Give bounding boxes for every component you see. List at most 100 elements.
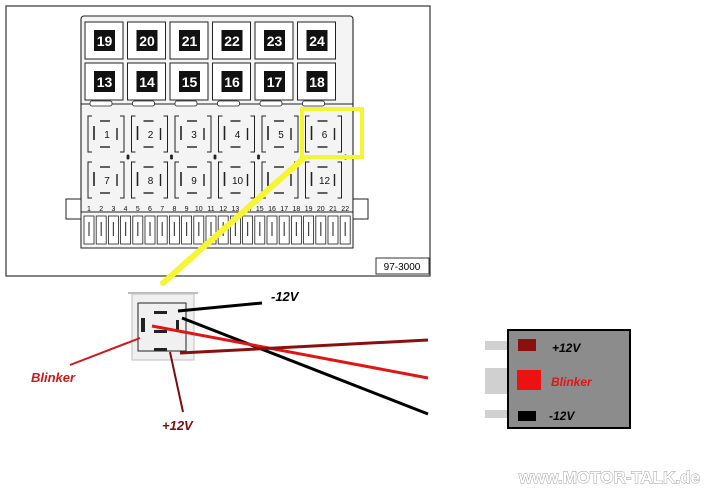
relay-socket-10: 10 <box>218 156 260 199</box>
relay-pin-mid <box>154 330 167 333</box>
relay-number: 10 <box>232 176 244 187</box>
relay-socket-12: 12 <box>305 156 347 199</box>
fuse-number: 23 <box>267 33 283 49</box>
pin-number: 11 <box>207 206 214 213</box>
relay-clip <box>89 100 113 107</box>
relays-row-2: 7 8 9 10 12 <box>87 156 347 199</box>
pin-number: 15 <box>256 206 264 213</box>
fuse-slot-14: 14 <box>127 62 166 101</box>
pin-number: 12 <box>219 206 227 213</box>
watermark: www.MOTOR-TALK.de <box>518 468 700 487</box>
pin-number: 17 <box>280 206 288 213</box>
relay-socket-8: 8 <box>131 156 173 199</box>
pin-number: 4 <box>124 206 128 213</box>
relay-number: 5 <box>278 130 284 141</box>
relay-bracket <box>305 161 342 199</box>
pin-15: 15 <box>254 206 266 245</box>
fuse-slot-20: 20 <box>127 21 166 60</box>
flasher-label-minus12v: -12V <box>549 409 575 423</box>
fuse-slot-21: 21 <box>169 21 209 60</box>
pin-1: 1 <box>83 206 95 245</box>
pin-number: 7 <box>160 206 164 213</box>
pin-21: 21 <box>327 206 339 245</box>
relay-number: 8 <box>148 176 154 187</box>
reference-label: 97-3000 <box>384 262 421 273</box>
relay-socket-2: 2 <box>131 115 173 158</box>
fuse-slot-24: 24 <box>297 21 336 60</box>
wire-dark-red-upper <box>179 338 429 355</box>
pin-number: 1 <box>87 206 91 213</box>
relay-bracket <box>174 161 212 199</box>
wire-plus12v-lead <box>169 351 184 413</box>
relay-clip <box>174 100 198 107</box>
pin-22: 22 <box>339 206 351 245</box>
fuse-number: 16 <box>224 74 240 90</box>
pin-number: 2 <box>99 206 103 213</box>
fuse-slot-18: 18 <box>297 62 336 101</box>
relay-bracket <box>131 115 168 153</box>
fuse-label-plate <box>136 30 158 51</box>
pin-number: 10 <box>195 206 203 213</box>
relay-number: 6 <box>322 130 328 141</box>
relay-dot <box>170 156 173 160</box>
pin-number: 9 <box>185 206 189 213</box>
fuse-label-plate <box>221 30 243 51</box>
relay-pin-bottom <box>154 348 167 351</box>
pin-16: 16 <box>266 206 278 245</box>
pin-17: 17 <box>278 206 290 245</box>
relay-bracket <box>218 115 255 153</box>
pin-number: 13 <box>232 206 240 213</box>
fuse-label-plate <box>264 30 285 51</box>
pin-20: 20 <box>315 206 327 245</box>
pin-8: 8 <box>168 206 180 245</box>
fuse-label-plate <box>306 30 328 51</box>
relay-socket-9: 9 <box>174 156 217 199</box>
relay-socket-4: 4 <box>218 115 260 158</box>
relay-number: 2 <box>148 130 154 141</box>
fuse-label-plate <box>221 71 243 92</box>
pin-7: 7 <box>156 206 168 245</box>
relay-dot <box>257 156 260 160</box>
flasher-marker-minus12v <box>518 411 536 421</box>
flasher-relay-box: +12V Blinker -12V <box>485 329 631 429</box>
relay-number: 9 <box>191 176 197 187</box>
fuse-number: 15 <box>182 74 198 90</box>
fuse-slot-15: 15 <box>169 62 209 101</box>
fuse-label-plate <box>136 71 158 92</box>
flasher-marker-blinker <box>517 370 541 390</box>
relay-number: 7 <box>104 176 110 187</box>
reference-box <box>375 257 430 275</box>
fuse-number: 24 <box>309 33 325 49</box>
relay-number: 1 <box>104 130 110 141</box>
pin-18: 18 <box>290 206 302 245</box>
pin-6: 6 <box>144 206 156 245</box>
wire-blinker-lead <box>69 337 141 366</box>
relay-dot <box>213 156 217 160</box>
fuse-label-plate <box>94 30 115 51</box>
fuse-number: 14 <box>139 74 155 90</box>
relay-clip <box>302 100 325 107</box>
fuse-number: 20 <box>139 33 155 49</box>
wire-label-minus12v: -12V <box>271 289 300 304</box>
pin-19: 19 <box>303 206 315 245</box>
mount-lug-left <box>65 198 82 220</box>
pin-number: 21 <box>329 206 337 213</box>
fuses-top-row: 19 20 21 22 23 24 <box>84 21 336 60</box>
relay-bracket <box>87 161 125 199</box>
relay-number: 3 <box>191 130 197 141</box>
relay-highlight-box <box>300 107 364 159</box>
flasher-tab-bottom <box>485 410 509 418</box>
relay-bracket <box>261 115 299 153</box>
fuse-label-plate <box>179 71 200 92</box>
relay-bracket <box>131 161 168 199</box>
wire-red-to-blinker <box>151 324 429 380</box>
relay-number: 4 <box>235 130 241 141</box>
fuse-slot-23: 23 <box>254 21 294 60</box>
wires <box>69 301 429 416</box>
relay-socket-7: 7 <box>87 156 130 199</box>
relays-row-1: 1 2 3 4 5 6 <box>87 115 347 158</box>
fuse-number: 19 <box>97 33 113 49</box>
fuse-number: 22 <box>224 33 240 49</box>
relay-socket-1: 1 <box>87 115 130 158</box>
fuse-number: 18 <box>309 74 325 90</box>
